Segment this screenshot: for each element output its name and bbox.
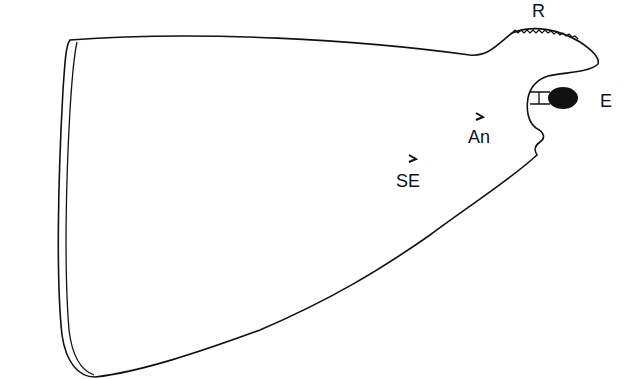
arrow-mark: [476, 113, 483, 120]
part-label: An: [468, 128, 490, 146]
serrated-edge: [512, 30, 578, 39]
arrow-mark: [409, 155, 416, 162]
part-label: E: [600, 92, 612, 110]
part-label: SE: [396, 172, 420, 190]
eye-stalk: [530, 92, 550, 104]
border-inner-line: [66, 42, 94, 375]
eye: [548, 87, 578, 109]
part-label: R: [532, 2, 545, 20]
body-outline: [58, 29, 598, 377]
